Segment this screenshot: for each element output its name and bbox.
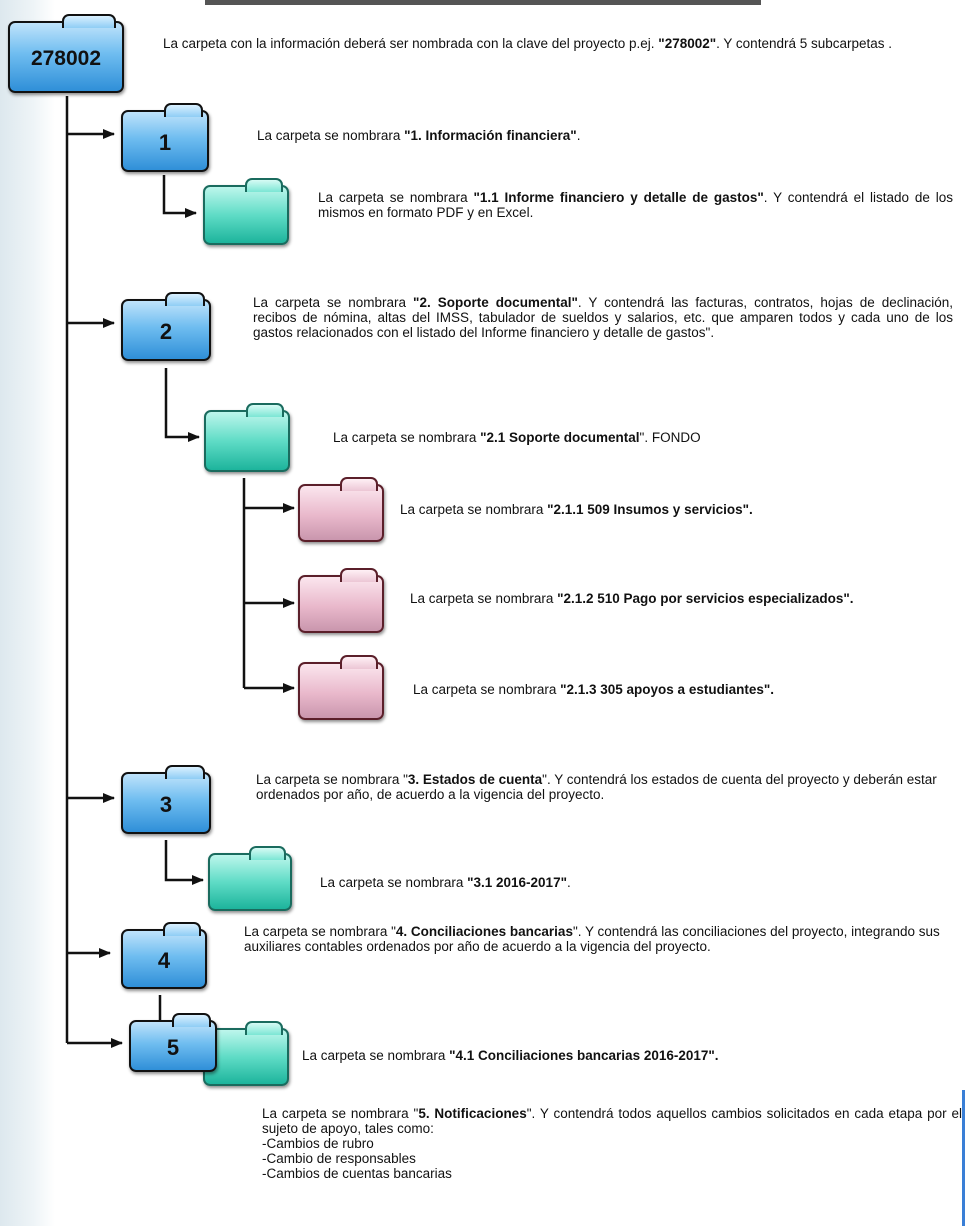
notification-item: -Cambios de cuentas bancarias — [262, 1166, 452, 1181]
root-description: La carpeta con la información deberá ser… — [163, 36, 893, 51]
arrow-to-f3-1 — [164, 840, 204, 885]
notification-item: -Cambios de rubro — [262, 1136, 374, 1151]
folder-2-1-2-description: La carpeta se nombrara "2.1.2 510 Pago p… — [410, 591, 854, 606]
folder-1-description: La carpeta se nombrara "1. Información f… — [257, 128, 581, 143]
folder-3-1 — [208, 846, 292, 911]
folder-2-1-description: La carpeta se nombrara "2.1 Soporte docu… — [333, 430, 701, 445]
folder-2-1-1 — [298, 477, 384, 542]
folder-2-1 — [204, 403, 290, 472]
folder-2-1-3-description: La carpeta se nombrara "2.1.3 305 apoyos… — [413, 682, 774, 697]
folder-tab — [62, 14, 116, 28]
folder-3-label: 3 — [159, 792, 173, 818]
folder-4-description: La carpeta se nombrara "4. Conciliacione… — [244, 924, 940, 954]
folder-2-label: 2 — [159, 319, 173, 345]
folder-1-label: 1 — [158, 130, 172, 156]
top-divider-bar — [205, 0, 761, 5]
arrow-to-f1-1 — [162, 175, 197, 218]
folder-5-label: 5 — [166, 1035, 180, 1061]
right-edge-marker — [962, 1090, 965, 1226]
notification-item: -Cambio de responsables — [262, 1151, 416, 1166]
folder-1-1-description: La carpeta se nombrara "1.1 Informe fina… — [318, 190, 953, 220]
folder-2-1-2 — [298, 568, 384, 633]
folder-1-1 — [203, 178, 289, 245]
folder-3-description: La carpeta se nombrara "3. Estados de cu… — [256, 772, 937, 802]
folder-2: 2 — [121, 292, 211, 361]
page-background-gradient — [0, 0, 55, 1226]
folder-4-label: 4 — [157, 948, 171, 974]
folder-5-description: La carpeta se nombrara "5. Notificacione… — [262, 1106, 962, 1181]
folder-3: 3 — [121, 765, 211, 834]
root-folder: 278002 — [8, 14, 124, 93]
folder-5: 5 — [129, 1013, 217, 1072]
folder-3-1-description: La carpeta se nombrara "3.1 2016-2017". — [320, 875, 571, 890]
folder-4: 4 — [121, 922, 207, 989]
folder-2-description: La carpeta se nombrara "2. Soporte docum… — [253, 295, 953, 340]
arrow-to-f2-1 — [164, 368, 200, 442]
folder-4-1-description: La carpeta se nombrara "4.1 Conciliacion… — [302, 1048, 719, 1063]
folder-2-1-3 — [298, 655, 384, 720]
root-folder-label: 278002 — [30, 46, 102, 70]
folder-1: 1 — [121, 103, 209, 172]
folder-2-1-1-description: La carpeta se nombrara "2.1.1 509 Insumo… — [400, 502, 753, 517]
